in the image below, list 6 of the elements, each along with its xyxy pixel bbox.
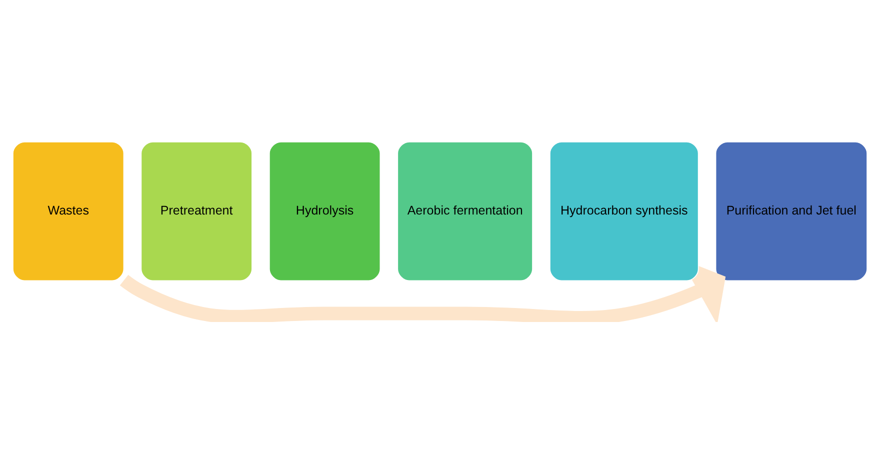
node-box: Hydrolysis	[268, 140, 381, 281]
node-box: Pretreatment	[140, 140, 252, 281]
node-box: Aerobic fermentation	[397, 140, 534, 281]
node-box: Wastes	[12, 140, 124, 281]
node-box: Purification and Jet fuel	[715, 140, 868, 281]
node-box: Hydrocarbon synthesis	[549, 140, 699, 281]
